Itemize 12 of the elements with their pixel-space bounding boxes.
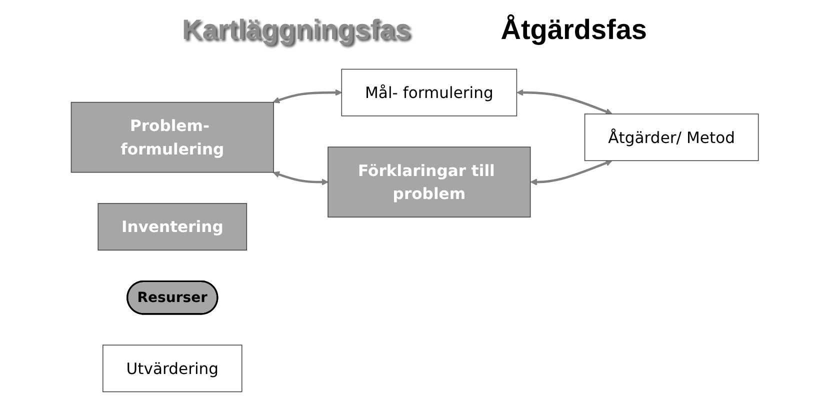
node-box: Utvärdering [102,344,242,392]
phase-heading: Kartläggningsfas [182,14,411,46]
node-box: Problem- formulering [70,101,274,172]
node-box: Mål- formulering [340,68,517,116]
arrow [530,159,612,185]
arrow [516,88,612,114]
node-box: Inventering [97,202,247,250]
node-box: Förklaringar till problem [327,146,530,217]
arrow [272,88,342,103]
phase-heading: Åtgärdsfas [500,14,647,46]
arrow [272,170,328,185]
node-box: Åtgärder/ Metod [584,113,758,161]
